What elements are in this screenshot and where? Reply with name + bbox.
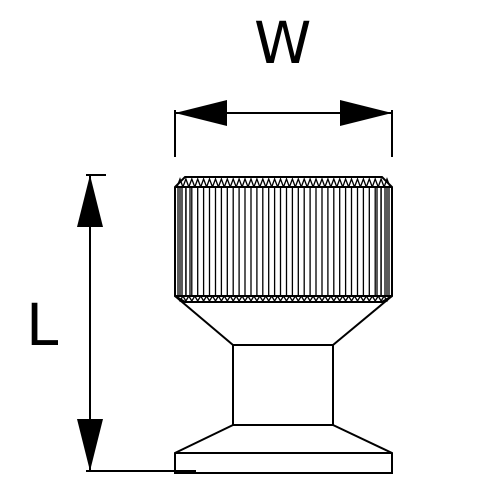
knurl-ridge: [324, 177, 332, 303]
knurl-ridge: [253, 177, 261, 303]
knurl-ridge: [194, 177, 202, 303]
head-taper: [174, 295, 393, 346]
knurl-ridge: [300, 177, 308, 303]
knurled-head-outline: [174, 176, 393, 303]
width-dimension: [174, 100, 393, 157]
knurl-ridge: [259, 177, 267, 303]
knurl-ridge: [211, 177, 220, 303]
knurl-ridge: [371, 177, 379, 303]
flanged-base: [174, 424, 393, 474]
knurl-ridge: [288, 177, 296, 303]
length-label: L: [26, 291, 59, 359]
knurl-ridge: [247, 177, 255, 303]
knurled-head: [174, 176, 393, 303]
knurl-ridge: [200, 177, 208, 303]
knurl-ridge: [294, 177, 302, 303]
shank: [232, 344, 334, 426]
knurl-ridge: [312, 177, 320, 303]
knurl-ridge: [306, 177, 314, 303]
length-arrow-bottom: [77, 419, 103, 471]
knurl-ridge: [342, 177, 350, 303]
taper-left: [174, 295, 234, 346]
knurl-ridge: [188, 177, 196, 303]
knurl-ridge: [365, 177, 373, 303]
knurl-ridge: [265, 177, 273, 303]
knurl-ridge: [276, 177, 285, 303]
width-arrow-left: [175, 100, 227, 126]
knurl-ridge: [347, 177, 356, 303]
width-label: W: [254, 9, 312, 77]
knurl-ridge: [282, 177, 291, 303]
knurl-ridge: [353, 177, 362, 303]
length-dimension: [77, 174, 196, 472]
knurl-ridge: [241, 177, 249, 303]
knurl-ridge: [217, 177, 225, 303]
base-outline: [174, 424, 393, 474]
knurl-ridge: [271, 177, 279, 303]
knurl-ridge: [330, 177, 338, 303]
knurl-ridge: [318, 177, 326, 303]
taper-right: [332, 295, 393, 346]
knurl-ridge: [205, 177, 214, 303]
knurl-ridge: [229, 177, 237, 303]
length-arrow-top: [77, 175, 103, 227]
width-arrow-right: [340, 100, 392, 126]
knurl-ridge: [336, 177, 344, 303]
knurl-ridge: [223, 177, 231, 303]
knurl-ridge: [359, 177, 367, 303]
knurl-ridge: [235, 177, 243, 303]
